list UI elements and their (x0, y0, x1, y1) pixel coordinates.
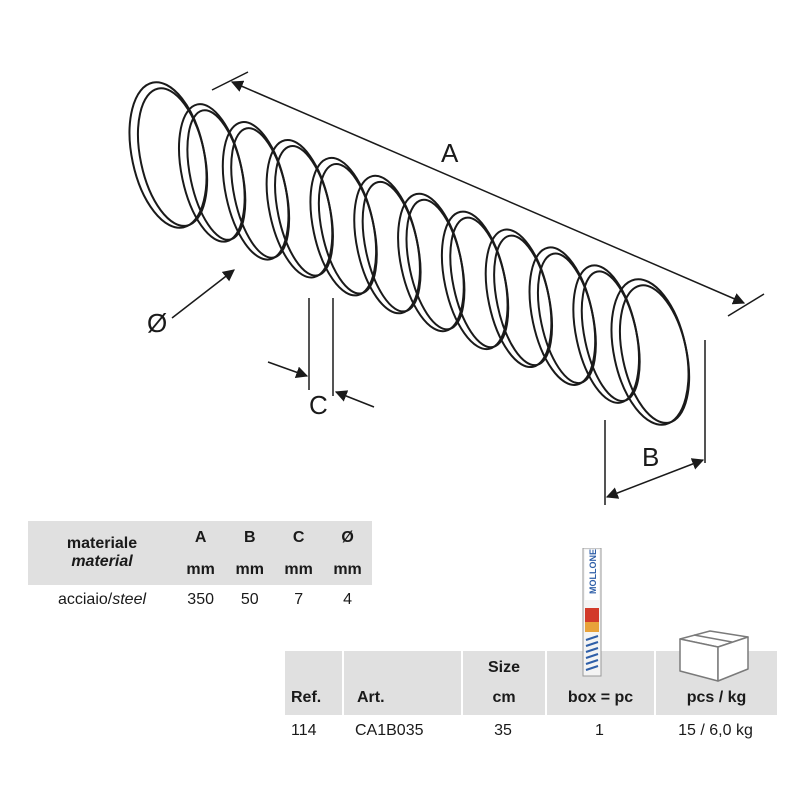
header-box-label: box = pc (567, 689, 634, 706)
spring-coil (186, 109, 247, 241)
material-table: materiale material A B C Ø mm mm mm mm a… (28, 521, 372, 615)
dimension-c (267, 298, 375, 408)
header-art: Art. (342, 651, 461, 715)
dimension-a-label: A (441, 138, 459, 168)
dimension-c-label: C (309, 390, 328, 420)
spring-coil (619, 284, 691, 424)
col-diameter-header: Ø (323, 521, 372, 555)
spring-coil (274, 145, 334, 277)
col-b-unit: mm (225, 555, 275, 585)
dimension-diameter (171, 269, 235, 319)
dimension-a (211, 71, 765, 317)
row-ref: 114 (291, 722, 317, 739)
row-art: CA1B035 (355, 722, 424, 739)
header-ref-label: Ref. (291, 689, 322, 706)
row-pcs: 15 / 6,0 kg (678, 722, 753, 739)
dimension-b-label: B (642, 442, 659, 472)
package-image: MOLLONE (582, 548, 602, 677)
spring-coil (610, 278, 690, 426)
material-header: materiale material (28, 521, 176, 585)
header-art-label: Art. (357, 689, 385, 706)
box-icon (679, 630, 749, 682)
package-brand: MOLLONE (588, 549, 598, 594)
value-a: 350 (187, 591, 214, 608)
row-box: 1 (595, 722, 604, 739)
col-a-header: A (176, 521, 226, 555)
header-ref: Ref. (285, 651, 342, 715)
col-c-unit: mm (274, 555, 324, 585)
material-header-it: materiale (66, 535, 138, 552)
spring-coil (449, 216, 510, 349)
spring-coil (230, 127, 291, 259)
material-value-it: acciaio/ (57, 591, 113, 608)
material-value: acciaio/steel (28, 585, 176, 615)
header-box: box = pc (545, 651, 654, 715)
value-c: 7 (294, 591, 304, 608)
col-a-unit: mm (176, 555, 226, 585)
spring-coil (128, 81, 208, 229)
product-row: 114 CA1B035 35 1 15 / 6,0 kg (285, 718, 777, 744)
header-size: Size cm (461, 651, 545, 715)
header-size-unit: cm (492, 689, 516, 706)
header-pcs-label: pcs / kg (686, 689, 747, 706)
spring-coil (537, 252, 597, 385)
spring-drawing: A Ø C B (128, 71, 765, 505)
material-header-en: material (71, 553, 133, 570)
dimension-diameter-label: Ø (147, 308, 167, 338)
spring-coils (128, 81, 691, 426)
header-pcs: pcs / kg (654, 651, 777, 715)
material-row: acciaio/steel 350 50 7 4 (28, 585, 372, 615)
spring-coil (137, 87, 209, 227)
col-diameter-unit: mm (323, 555, 372, 585)
header-size-label: Size (487, 659, 520, 676)
col-c-header: C (274, 521, 324, 555)
spring-coil (317, 162, 378, 295)
dimension-b (604, 340, 706, 505)
spring-coil (405, 198, 466, 331)
material-value-en: steel (112, 591, 147, 608)
spring-coil (493, 234, 553, 367)
row-size: 35 (494, 722, 512, 739)
value-b: 50 (240, 591, 259, 608)
col-b-header: B (225, 521, 275, 555)
value-diameter: 4 (343, 591, 352, 608)
spring-coil (361, 180, 422, 313)
